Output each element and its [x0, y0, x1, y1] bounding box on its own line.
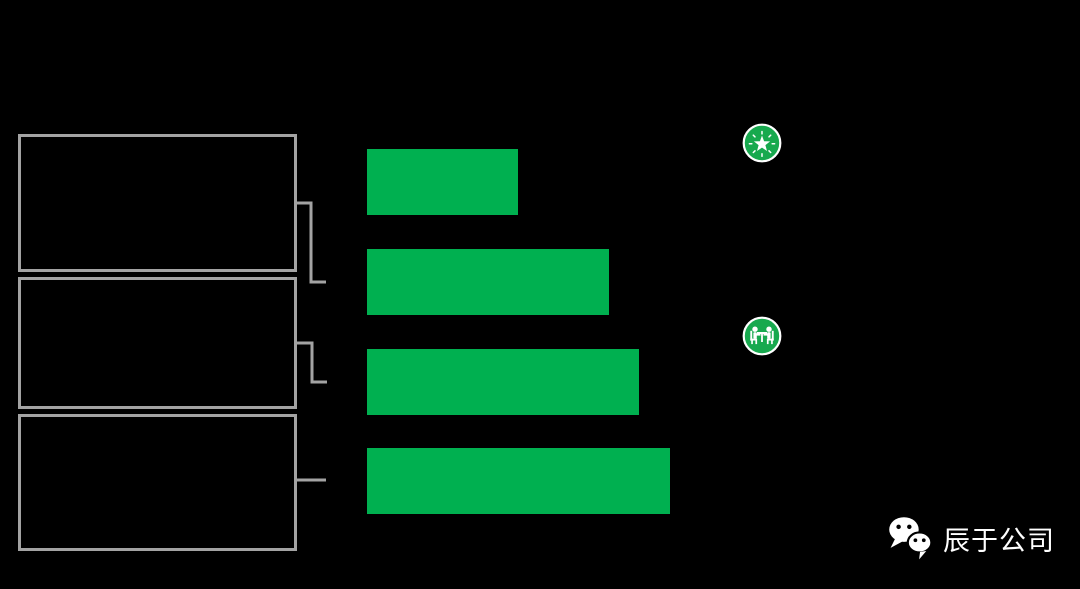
- bar-1: [367, 149, 518, 215]
- annotation-box-3: [18, 414, 297, 551]
- bar-4: [367, 448, 670, 514]
- brand-name-text: 辰于公司: [943, 525, 1055, 557]
- wechat-logo-icon: [889, 517, 933, 560]
- footer-brand: 辰于公司: [887, 510, 1055, 566]
- annotation-box-2: [18, 277, 297, 409]
- annotation-box-1: [18, 134, 297, 272]
- bar-2: [367, 249, 609, 315]
- meeting-table-icon: [742, 316, 782, 356]
- connector-1: [297, 201, 326, 284]
- bar-3: [367, 349, 639, 415]
- sparkle-star-icon: [742, 123, 782, 163]
- connector-2: [297, 341, 327, 384]
